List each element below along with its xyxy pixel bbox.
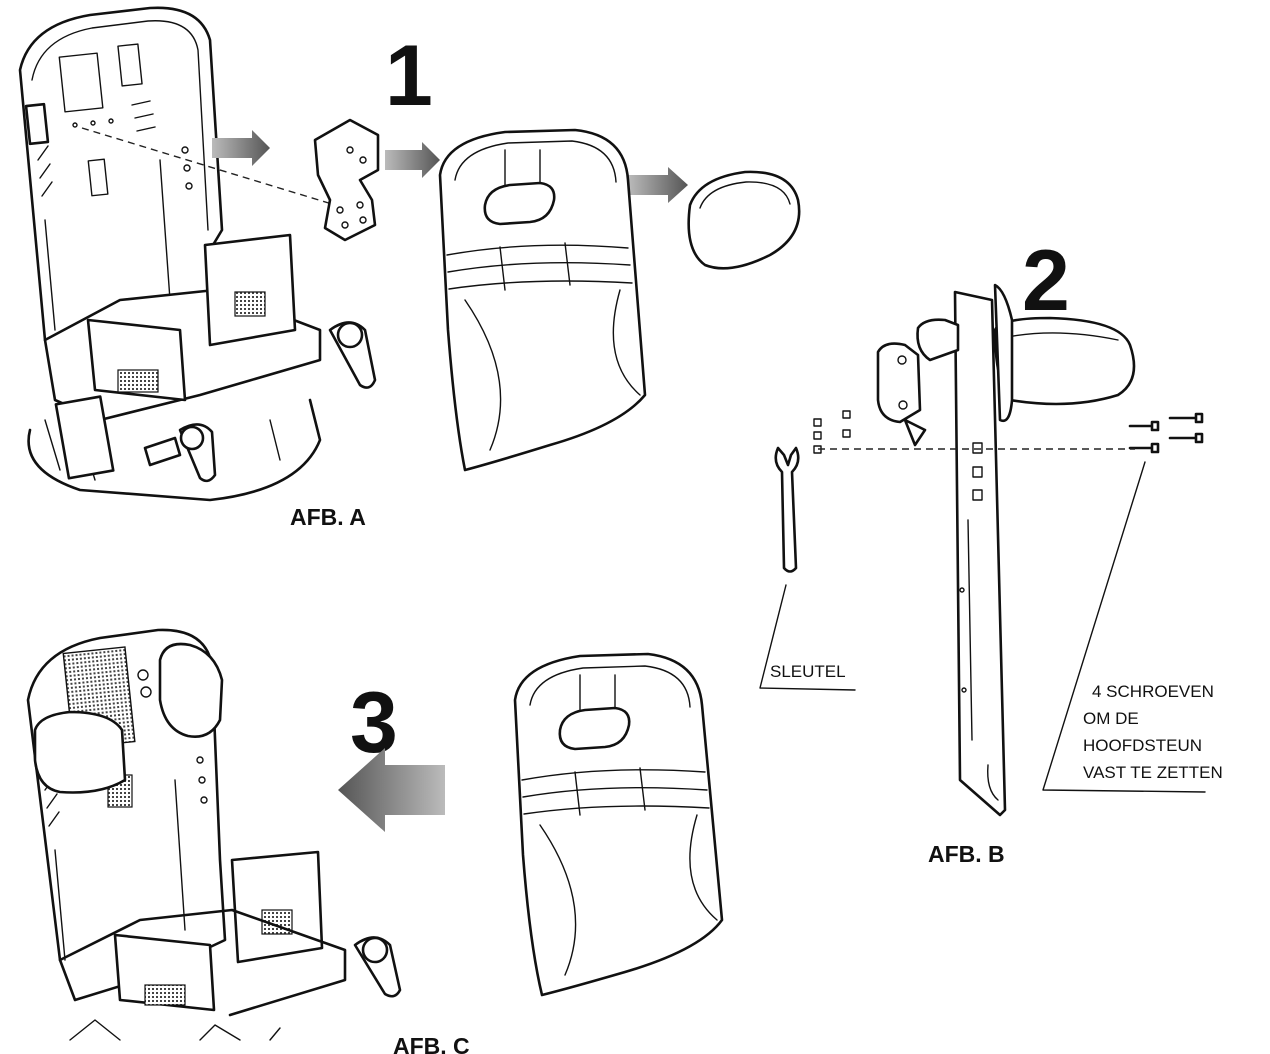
screws-label-line1: 4 SCHROEVEN	[1092, 682, 1214, 701]
screws-label-line2: OM DE	[1083, 709, 1139, 728]
headrest-side-view	[876, 283, 1136, 817]
direction-arrow-icon	[628, 167, 688, 203]
headrest-pad-icon	[687, 170, 801, 270]
screws-label-line3: HOOFDSTEUN	[1083, 736, 1202, 755]
back-cushion-icon	[438, 128, 647, 472]
back-cushion-icon	[513, 652, 724, 997]
direction-arrow-icon	[385, 142, 440, 178]
step-number: 3	[350, 675, 398, 771]
screws-label-line4: VAST TE ZETTEN	[1083, 763, 1223, 782]
wrench-icon	[774, 446, 800, 573]
screws-leader-line	[1042, 461, 1206, 793]
figure-label-a: AFB. A	[290, 504, 366, 530]
direction-arrow-icon	[212, 130, 270, 166]
screw-icon	[1128, 412, 1204, 454]
seat-frame-assembled-icon	[26, 628, 402, 1041]
bracket-icon	[313, 118, 380, 242]
direction-arrow-icon	[338, 748, 445, 832]
step-number: 2	[1022, 233, 1070, 329]
key-label: SLEUTEL	[770, 662, 846, 681]
figure-label-c: AFB. C	[393, 1033, 470, 1054]
key-leader-line	[759, 584, 856, 691]
figure-label-b: AFB. B	[928, 841, 1005, 867]
nut-icon	[813, 410, 851, 454]
step-number: 1	[385, 28, 433, 124]
seat-frame-icon	[18, 6, 377, 502]
